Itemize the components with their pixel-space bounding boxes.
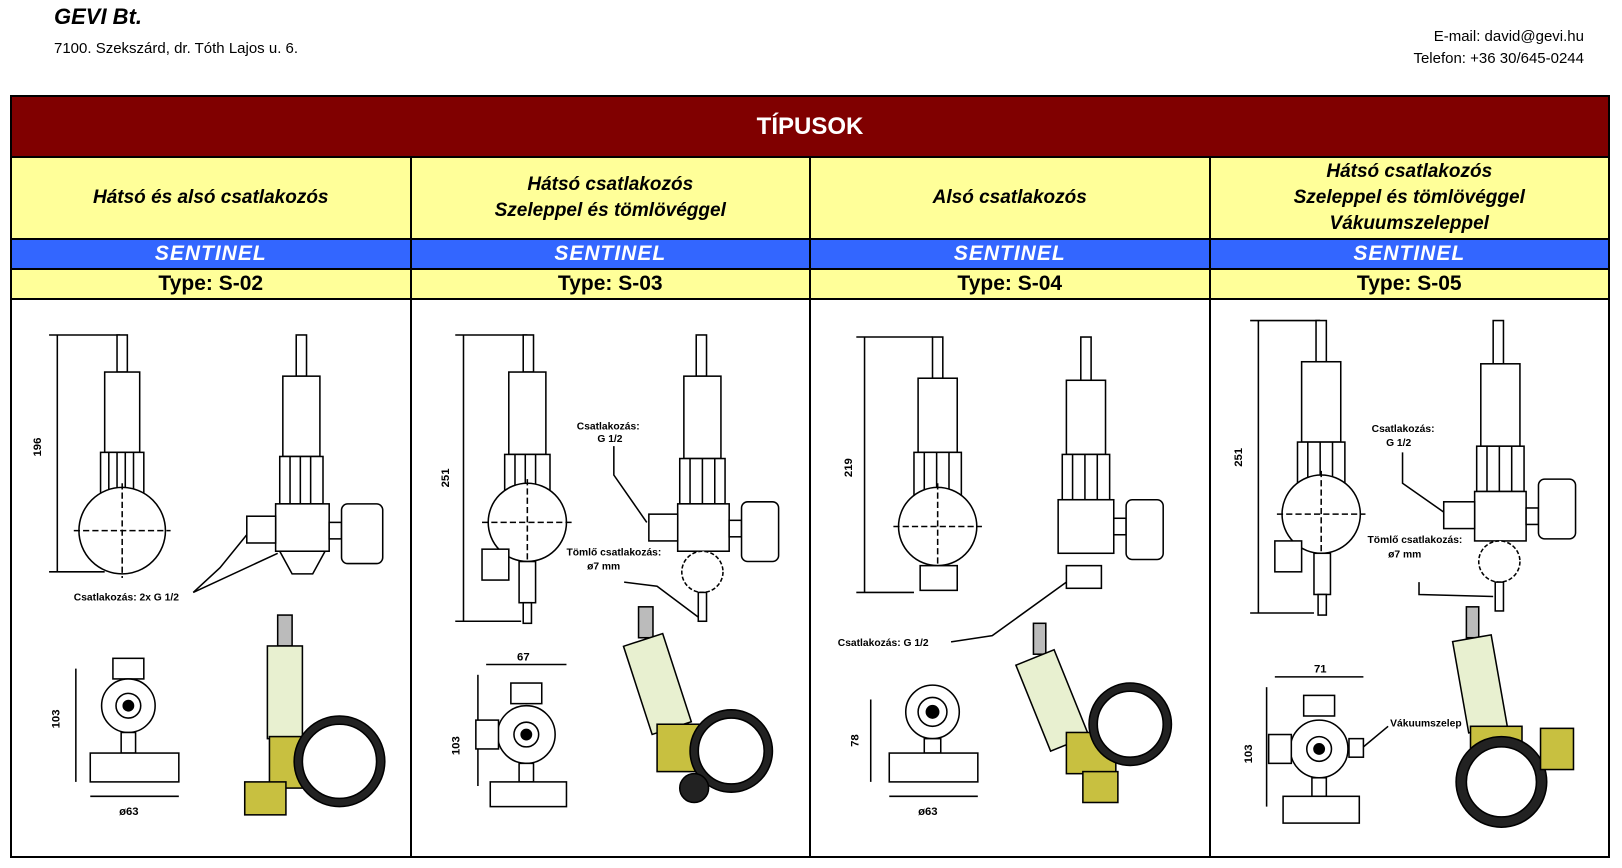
type-cell-s05: Type: S-05 (1356, 272, 1462, 295)
regulator-drawing-s05: 251 103 71 Csatlakozás: G 1/2 Tömlő csat… (1232, 319, 1576, 828)
dim-height-s04: 219 (843, 458, 855, 477)
type-cell-s02: Type: S-02 (12, 270, 412, 298)
label-connection-s05: Csatlakozás: (1371, 424, 1434, 435)
regulator-drawing-s04: 219 78 ø63 Csatlakozás: G 1/2 (838, 336, 1173, 818)
types-table: TÍPUSOK Hátsó és alsó csatlakozós Hátsó … (10, 95, 1610, 858)
table-title: TÍPUSOK (12, 97, 1608, 158)
regulator-drawing-s03: 251 103 67 Csatlakozás: G 1/2 Tömlő csat… (440, 334, 779, 808)
drawing-cell-s05: 251 103 71 Csatlakozás: G 1/2 Tömlő csat… (1211, 300, 1609, 856)
company-address: 7100. Szekszárd, dr. Tóth Lajos u. 6. (54, 40, 299, 57)
description-line: Hátsó csatlakozós (527, 174, 694, 195)
description-line: Hátsó csatlakozós (1326, 161, 1493, 182)
brand-cell-s02: SENTINEL (12, 240, 412, 268)
drawing-cell-s02: 196 103 ø63 Csatlakozás: 2x G 1/2 (12, 300, 412, 856)
company-name: GEVI Bt. (54, 4, 143, 29)
dim-height-s05: 251 (1232, 448, 1244, 467)
dim-diameter-s04: ø63 (918, 806, 938, 818)
dim-bottom-s03: 103 (450, 736, 462, 755)
label-thread-s05: G 1/2 (1386, 438, 1411, 449)
contact-phone: Telefon: +36 30/645-0244 (1413, 50, 1584, 67)
description-line: Szeleppel és tömlövéggel (1293, 187, 1525, 208)
type-cell-s03: Type: S-03 (412, 270, 811, 298)
description-line: Szeleppel és tömlövéggel (494, 200, 726, 221)
brand-row: SENTINEL SENTINEL SENTINEL SENTINEL (12, 240, 1608, 270)
description-cell-s02: Hátsó és alsó csatlakozós (12, 158, 412, 238)
type-cell-s04: Type: S-04 (811, 270, 1211, 298)
dim-diameter-s02: ø63 (119, 806, 139, 818)
contact-email: E-mail: david@gevi.hu (1433, 28, 1584, 45)
drawing-cell-s03: 251 103 67 Csatlakozás: G 1/2 Tömlő csat… (412, 300, 811, 856)
label-hose-s05: Tömlő csatlakozás: (1367, 535, 1462, 546)
description-line: Hátsó és alsó csatlakozós (93, 187, 329, 208)
brand-cell-s04: SENTINEL (811, 240, 1211, 268)
description-row: Hátsó és alsó csatlakozós Hátsó csatlako… (12, 158, 1608, 240)
regulator-drawing-s02: 196 103 ø63 Csatlakozás: 2x G 1/2 (32, 334, 386, 818)
dim-bottom-s05: 103 (1243, 744, 1255, 763)
description-cell-s05: Hátsó csatlakozós Szeleppel és tömlövégg… (1211, 158, 1609, 238)
label-vacuum-valve-s05: Vákuumszelep (1390, 718, 1461, 729)
label-hose-s03: Tömlő csatlakozás: (566, 547, 661, 558)
drawing-row: 196 103 ø63 Csatlakozás: 2x G 1/2 (12, 300, 1608, 856)
dim-height-s02: 196 (32, 438, 44, 457)
dim-width-s05: 71 (1313, 664, 1326, 676)
label-thread-s03: G 1/2 (597, 434, 622, 445)
label-connection-s03: Csatlakozás: (576, 422, 639, 433)
drawing-cell-s04: 219 78 ø63 Csatlakozás: G 1/2 (811, 300, 1211, 856)
brand-cell-s03: SENTINEL (412, 240, 811, 268)
description-cell-s03: Hátsó csatlakozós Szeleppel és tömlövégg… (412, 158, 811, 238)
label-hose-size-s05: ø7 mm (1388, 549, 1421, 560)
dim-height-s03: 251 (440, 469, 452, 488)
description-line: Alsó csatlakozós (932, 187, 1087, 208)
description-line: Vákuumszeleppel (1329, 213, 1489, 234)
label-hose-size-s03: ø7 mm (587, 562, 620, 573)
contact-block: E-mail: david@gevi.hu Telefon: +36 30/64… (1413, 26, 1584, 70)
dim-bottom-s04: 78 (849, 734, 861, 747)
type-row: Type: S-02 Type: S-03 Type: S-04 Type: S… (12, 270, 1608, 300)
label-connection-s04: Csatlakozás: G 1/2 (838, 638, 929, 649)
description-cell-s04: Alsó csatlakozós (811, 158, 1211, 238)
label-connection-s02: Csatlakozás: 2x G 1/2 (74, 593, 179, 604)
brand-cell-s05: SENTINEL (1353, 242, 1466, 265)
dim-bottom-s02: 103 (50, 709, 62, 728)
dim-width-s03: 67 (517, 651, 530, 663)
